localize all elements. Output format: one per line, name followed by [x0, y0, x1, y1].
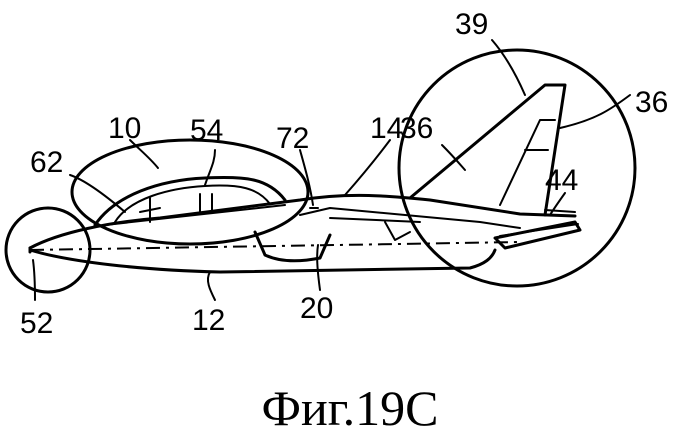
leader-lines [33, 40, 630, 300]
label-36-left: 36 [400, 112, 433, 145]
label-12: 12 [192, 304, 225, 337]
label-52: 52 [20, 307, 53, 340]
nose-detail-circle [6, 208, 90, 292]
label-20: 20 [300, 292, 333, 325]
vertical-tail [410, 85, 565, 215]
label-10: 10 [108, 112, 141, 145]
label-44: 44 [545, 164, 578, 197]
label-62: 62 [30, 146, 63, 179]
canopy [95, 177, 285, 225]
cockpit-detail-circle [72, 140, 308, 244]
label-39: 39 [455, 8, 488, 41]
label-36-right: 36 [635, 86, 668, 119]
label-72: 72 [276, 122, 309, 155]
label-54: 54 [190, 114, 223, 147]
figure-caption: Фиг.19C [262, 380, 439, 436]
label-14: 14 [370, 112, 403, 145]
reference-labels: 39 36 36 10 54 62 72 14 44 52 12 20 [20, 8, 668, 340]
